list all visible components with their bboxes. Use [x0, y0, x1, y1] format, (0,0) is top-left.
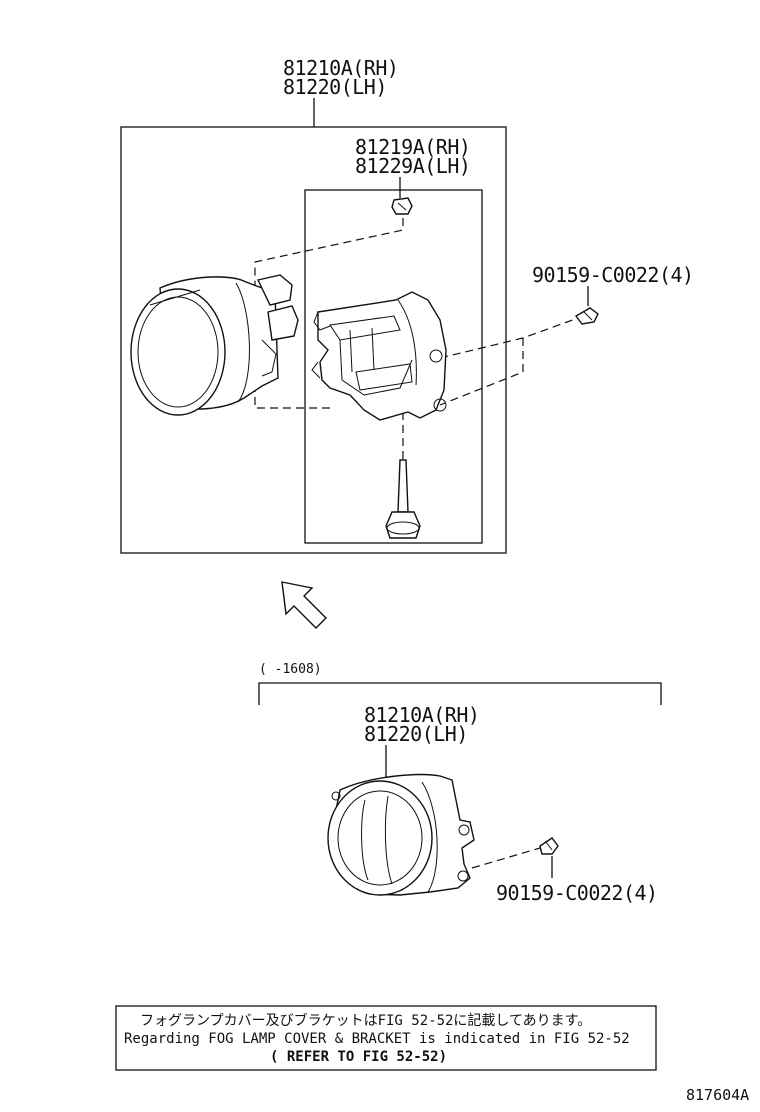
- upper-assembly-frame: [120, 126, 507, 554]
- lamp-unit-rh-label[interactable]: 81219A(RH): [355, 135, 471, 159]
- lower-range-bracket: [258, 682, 662, 705]
- lower-range-label: ( -1608): [259, 662, 322, 677]
- note-box: [115, 1005, 657, 1071]
- lower-fog-lamp: [327, 773, 475, 896]
- lower-part-rh-label[interactable]: 81210A(RH): [364, 703, 480, 727]
- fog-lamp-body: [130, 274, 299, 416]
- clip-part: [391, 197, 413, 215]
- note-japanese: フォグランプカバー及びブラケットはFIG 52-52に記載してあります。: [140, 1012, 591, 1029]
- lower-screw-label[interactable]: 90159-C0022(4): [496, 881, 658, 905]
- lower-part-lh-label[interactable]: 81220(LH): [364, 722, 468, 746]
- lamp-unit-lh-label[interactable]: 81229A(LH): [355, 154, 471, 178]
- figure-ref-number: 817604A: [686, 1086, 749, 1104]
- reference-note: フォグランプカバー及びブラケットはFIG 52-52に記載してあります。 Reg…: [115, 1005, 657, 1071]
- upper-screw: 90159-C0022(4): [532, 263, 694, 325]
- upper-part-rh-label[interactable]: 81210A(RH): [283, 56, 399, 80]
- direction-arrow-icon: [281, 581, 327, 629]
- lower-screw: 90159-C0022(4): [496, 837, 658, 905]
- lower-assembly: ( -1608) 81210A(RH) 81220(LH) 90159-C002…: [258, 662, 662, 905]
- bulb-part: [385, 459, 421, 539]
- lower-assembly-dashed-line: [471, 847, 541, 869]
- lamp-bracket: [311, 291, 447, 421]
- note-english: Regarding FOG LAMP COVER & BRACKET is in…: [124, 1031, 630, 1047]
- upper-assembly: 81210A(RH) 81220(LH) 81219A(RH) 81229A(L…: [120, 56, 694, 554]
- lamp-unit-frame: [304, 189, 483, 544]
- upper-part-lh-label[interactable]: 81220(LH): [283, 75, 387, 99]
- upper-screw-label[interactable]: 90159-C0022(4): [532, 263, 694, 287]
- note-refer: ( REFER TO FIG 52-52): [270, 1049, 447, 1065]
